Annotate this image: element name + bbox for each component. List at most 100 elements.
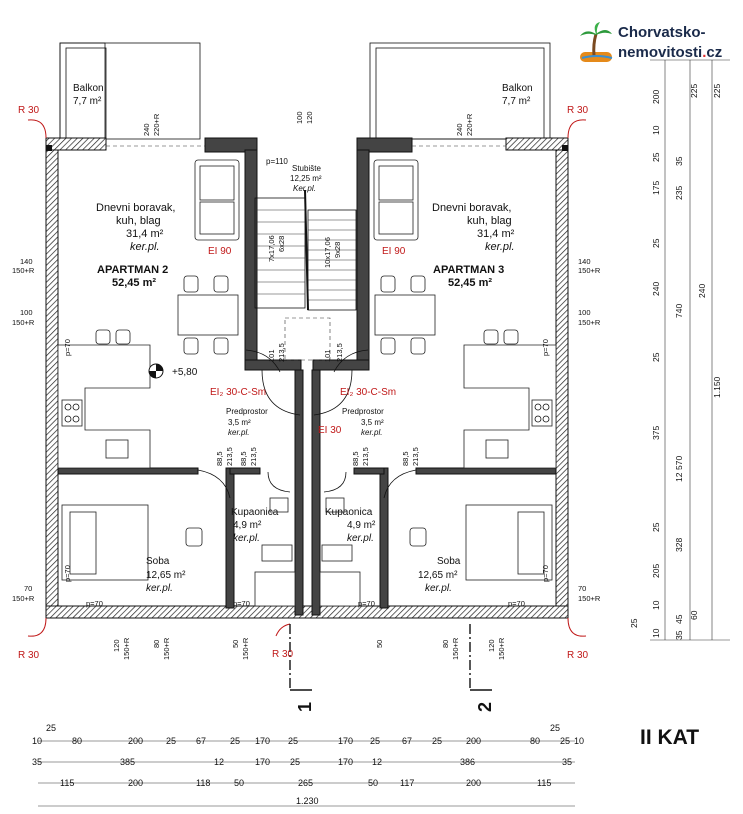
bd3-4: 265 [298, 778, 313, 788]
bd2-2: 12 [214, 757, 224, 767]
living-left-area: 31,4 m² [126, 228, 164, 240]
stair-dim-left1: 7x17,06 [267, 235, 276, 262]
door-2135-c: 213,5 [361, 447, 370, 466]
rd1-10: 10 [651, 125, 661, 135]
bath-right-floor: ker.pl. [347, 533, 374, 544]
room-right-floor: ker.pl. [425, 583, 452, 594]
bd0-25a: 25 [46, 723, 56, 733]
win-150r-right: 150+R [578, 266, 601, 275]
stair-door-101-left: 101 [267, 349, 276, 362]
bd2-5: 170 [338, 757, 353, 767]
apartment-3-area: 52,45 m² [448, 277, 492, 289]
stair-dim-right2: 9x28 [333, 242, 342, 258]
bd3-8: 115 [537, 778, 551, 788]
rd2-235: 235 [674, 186, 684, 200]
floor-title: II KAT [640, 726, 700, 749]
dining-left [177, 275, 239, 355]
bd2-6: 12 [372, 757, 382, 767]
logo-line1: Chorvatsko- [618, 24, 706, 41]
stair-label: Stubište [292, 164, 321, 173]
bd2-8: 35 [562, 757, 572, 767]
balkon-right-area: 7,7 m² [502, 96, 531, 107]
door-2135-d: 213,5 [411, 447, 420, 466]
rd1-10b: 10 [651, 600, 661, 610]
p70-room-right: p=70 [541, 565, 550, 582]
r30-top-right: R 30 [567, 105, 589, 116]
rd1-375: 375 [651, 426, 661, 440]
bd1-0: 10 [32, 736, 42, 746]
living-left-line1: Dnevni boravak, [96, 202, 176, 214]
rd3-1150: 1.150 [712, 376, 722, 398]
r30-bottom-left: R 30 [18, 650, 40, 661]
apartment-2-title: APARTMAN 2 [97, 264, 168, 276]
bd3-2: 118 [196, 778, 210, 788]
bd3-3: 50 [234, 778, 244, 788]
win-240-left: 240 [142, 123, 151, 136]
room-right-area: 12,65 m² [418, 570, 458, 581]
hall-right-label: Predprostor [342, 407, 384, 416]
win-140-right: 140 [578, 257, 591, 266]
rd2-240: 240 [697, 284, 707, 298]
balcony-right [369, 42, 551, 140]
p70-kitchen-left: p=70 [63, 339, 72, 356]
bed-right [409, 504, 553, 581]
bed-left [61, 504, 203, 581]
bd0-25b: 25 [550, 723, 560, 733]
exterior-walls [45, 137, 569, 619]
p70-bottom-3: p=70 [358, 599, 375, 608]
bath-left-floor: ker.pl. [233, 533, 260, 544]
bd1-15: 10 [574, 736, 584, 746]
living-right-line1: Dnevni boravak, [432, 202, 512, 214]
win-70-right: 70 [578, 584, 586, 593]
rd4-225: 225 [712, 84, 722, 98]
balkon-left-label: Balkon [73, 83, 104, 94]
balkon-right-label: Balkon [502, 83, 533, 94]
win-150r-left: 150+R [12, 266, 35, 275]
room-left-label: Soba [146, 556, 170, 567]
hall-left-floor: ker.pl. [228, 428, 250, 437]
bath-fixtures [254, 497, 361, 607]
rd1-205: 205 [651, 564, 661, 578]
level-marker [148, 363, 164, 379]
win-150r-left-2: 150+R [12, 318, 35, 327]
living-right-floor: ker.pl. [485, 241, 515, 253]
sofa-left [194, 159, 240, 241]
stair-area: 12,25 m² [290, 174, 322, 183]
site-logo[interactable]: Chorvatsko- nemovitosti.cz [578, 22, 728, 72]
rd1-25: 25 [651, 152, 661, 162]
door-885-a: 88,5 [215, 451, 224, 466]
rd1-25b: 25 [651, 238, 661, 248]
rd1-200: 200 [651, 90, 661, 104]
hall-right-area: 3,5 m² [361, 418, 384, 427]
win-220r-left: 220+R [152, 113, 161, 136]
win-150r-right-3: 150+R [578, 594, 601, 603]
bd1-11: 25 [432, 736, 442, 746]
living-right-line2: kuh, blag [467, 215, 512, 227]
rd1-25c: 25 [651, 352, 661, 362]
p70-bottom-4: p=70 [508, 599, 525, 608]
stair-door-2135-right: 213,5 [335, 343, 344, 362]
rd1-10c: 10 [651, 628, 661, 638]
bottom-dimension-lines [38, 740, 575, 807]
hall-left-label: Predprostor [226, 407, 268, 416]
bd1-2: 200 [128, 736, 143, 746]
door-2135-b: 213,5 [249, 447, 258, 466]
bd2-3: 170 [255, 757, 270, 767]
bd1-13: 80 [530, 736, 540, 746]
bath-left-area: 4,9 m² [233, 520, 262, 531]
palm-icon [580, 22, 613, 62]
stair-core [244, 149, 370, 616]
bd3-0: 115 [60, 778, 74, 788]
logo-line2: nemovitosti.cz [618, 44, 723, 61]
win-80-bl: 80 [152, 640, 161, 648]
kitchen-left [57, 329, 151, 469]
win-50-bc: 50 [231, 640, 240, 648]
right-dimension-lines [650, 59, 730, 641]
win-150r-bc: 150+R [241, 637, 250, 660]
stair-dim-right1: 10x17,06 [323, 237, 332, 268]
level-label: +5,80 [172, 367, 198, 378]
apartment-3-title: APARTMAN 3 [433, 264, 504, 276]
stair-p-label: p=110 [266, 157, 288, 166]
bd1-1: 80 [72, 736, 82, 746]
r30-bottom-right: R 30 [567, 650, 589, 661]
